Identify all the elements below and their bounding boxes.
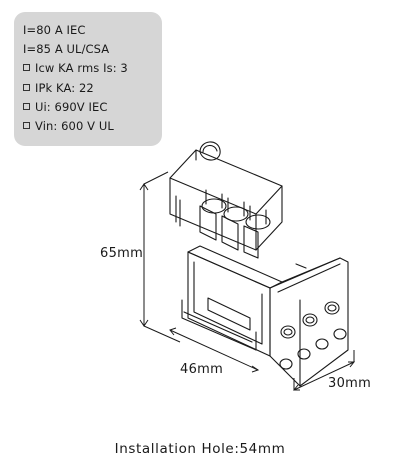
installation-hole-caption: Installation Hole:54mm <box>114 441 286 457</box>
checkbox-bullet-icon <box>23 102 30 110</box>
checkbox-bullet-icon <box>23 122 30 130</box>
terminal-hole <box>297 348 311 360</box>
clamp-window-1 <box>199 205 217 241</box>
terminal-hole <box>324 301 340 315</box>
width-label: 30mm <box>328 376 372 391</box>
terminal-hole <box>280 325 296 339</box>
clamp-window-2 <box>221 215 239 251</box>
spec-ui: Ui: 690V IEC <box>23 98 162 117</box>
spec-panel: I=80 A IEC I=85 A UL/CSA Icw KA rms Is: … <box>14 12 162 146</box>
spec-current-iec: I=80 A IEC <box>23 23 86 37</box>
checkbox-bullet-icon <box>23 83 30 91</box>
terminal-hole <box>279 358 293 370</box>
terminal-hole <box>302 313 318 327</box>
base-rail <box>181 299 257 351</box>
terminal-hole <box>333 328 347 340</box>
terminal-hole <box>315 338 329 350</box>
housing-left-face <box>187 251 271 357</box>
spec-ipk: IPk KA: 22 <box>23 79 162 98</box>
top-ring <box>199 141 221 161</box>
label-slot <box>207 297 251 331</box>
height-label: 65mm <box>100 246 144 261</box>
length-label: 46mm <box>180 362 224 377</box>
checkbox-bullet-icon <box>23 64 30 72</box>
spec-icw: Icw KA rms Is: 3 <box>23 59 162 78</box>
spec-current-ul: I=85 A UL/CSA <box>23 42 110 57</box>
clamp-body <box>169 177 257 251</box>
spec-vin: Vin: 600 V UL <box>23 117 162 136</box>
clamp-window-3 <box>243 225 259 259</box>
width-dimension-line <box>293 361 355 391</box>
length-dimension-line <box>169 329 259 371</box>
